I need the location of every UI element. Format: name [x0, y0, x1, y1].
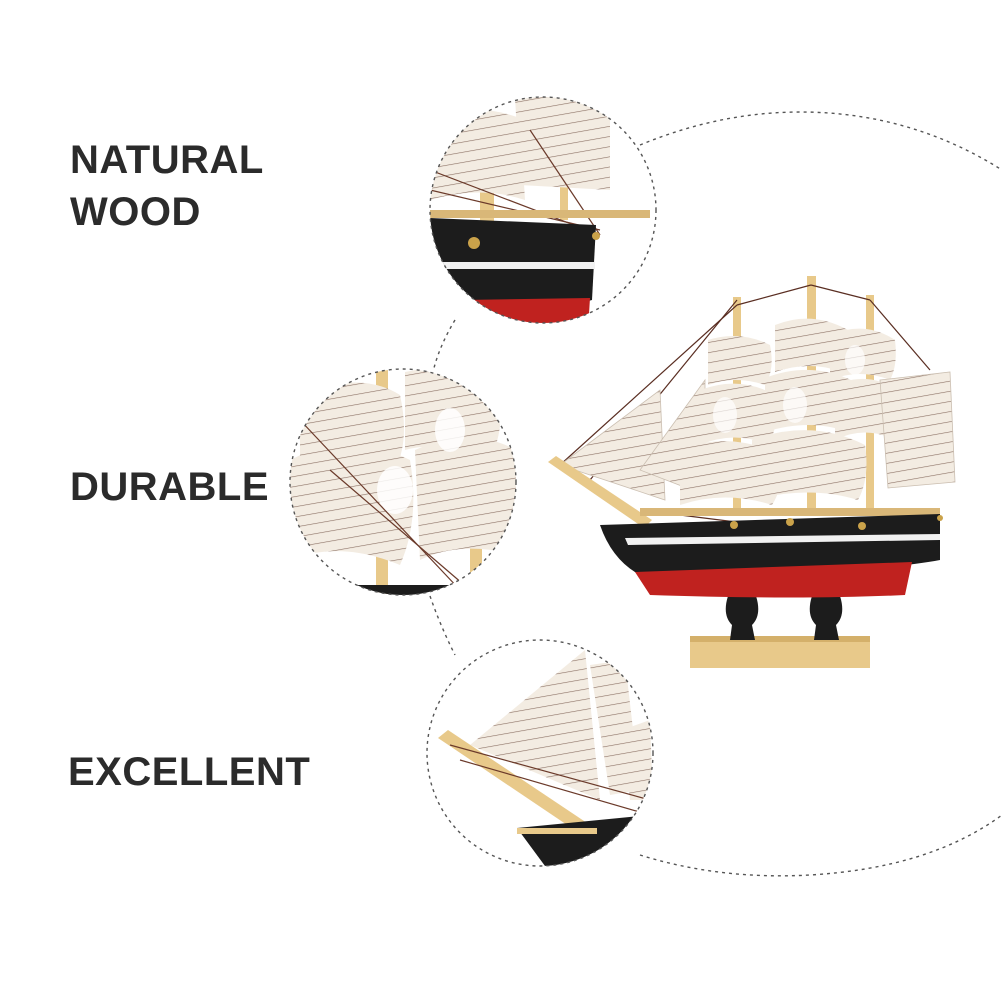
feature-label-line: NATURAL [70, 138, 264, 182]
ship-model [548, 276, 956, 668]
dashed-outline [433, 319, 456, 369]
dashed-outline [429, 595, 456, 656]
detail-circle-outline [426, 639, 654, 867]
dashed-outline [639, 111, 1002, 171]
ship-hull [600, 514, 940, 575]
detail-circle-outline [289, 368, 517, 596]
dashed-outline [639, 814, 1002, 877]
feature-label-line: WOOD [70, 190, 201, 234]
detail-circle-outline [429, 96, 657, 324]
feature-label-natural-wood: NATURAL WOOD [70, 134, 264, 238]
detail-circle-natural-wood [430, 97, 656, 323]
detail-circle-excellent [427, 640, 653, 866]
feature-label-durable: DURABLE [70, 465, 270, 509]
feature-label-excellent: EXCELLENT [68, 750, 311, 794]
detail-circle-durable [290, 369, 516, 595]
